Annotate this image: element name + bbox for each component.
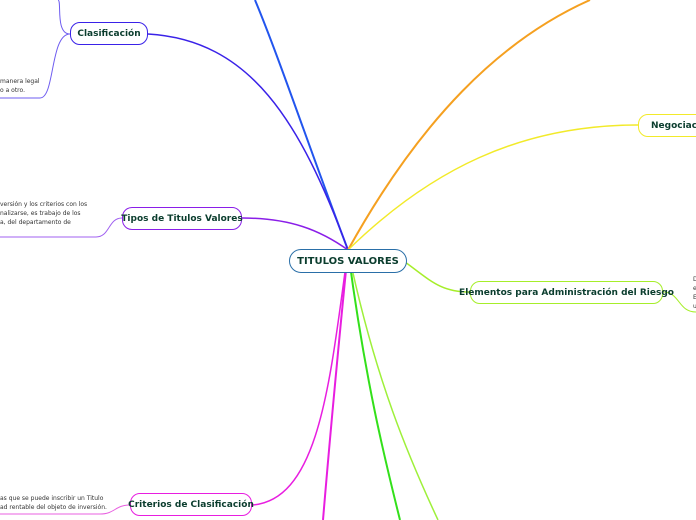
note-clasificacion: manera legal o a otro. — [0, 77, 40, 95]
note-line: o a otro. — [0, 87, 25, 94]
line-negociacion — [347, 124, 639, 251]
note-line: versión y los criterios con los — [0, 201, 88, 208]
line-elementos-sub — [662, 291, 696, 313]
note-line: ad rentable del objeto de inversión. — [0, 504, 107, 511]
note-line: nalizarse, es trabajo de los — [0, 210, 81, 217]
note-line: D — [693, 276, 696, 283]
line-green — [347, 249, 401, 520]
line-criterios-sub — [0, 504, 131, 515]
node-negociacion[interactable]: Negociación — [638, 114, 696, 137]
line-magenta — [322, 249, 349, 520]
note-line: as que se puede inscribir un Titulo — [0, 495, 104, 502]
line-criterios — [251, 249, 349, 506]
note-line: manera legal — [0, 78, 40, 85]
line-lightgreen — [347, 249, 439, 520]
note-elementos: D e E u — [693, 275, 696, 311]
line-elementos — [404, 261, 471, 293]
line-tipos-sub — [0, 217, 123, 238]
central-node[interactable]: TITULOS VALORES — [289, 249, 407, 273]
line-clasificacion-sub — [0, 0, 71, 99]
note-line: e — [693, 285, 696, 292]
line-tipos — [241, 217, 349, 251]
node-tipos[interactable]: Tipos de Titulos Valores — [121, 207, 243, 230]
node-criterios[interactable]: Criterios de Clasificación — [128, 493, 254, 516]
node-elementos[interactable]: Elementos para Administración del Riesgo — [459, 281, 674, 304]
note-line: u — [693, 303, 696, 310]
note-line: E — [693, 294, 696, 301]
note-criterios: as que se puede inscribir un Titulo ad r… — [0, 494, 107, 512]
line-clasificacion — [147, 33, 349, 251]
node-clasificacion[interactable]: Clasificación — [70, 22, 148, 45]
note-line: a, del departamento de — [0, 219, 71, 226]
line-orange — [347, 0, 591, 251]
note-tipos: versión y los criterios con los nalizars… — [0, 200, 87, 227]
